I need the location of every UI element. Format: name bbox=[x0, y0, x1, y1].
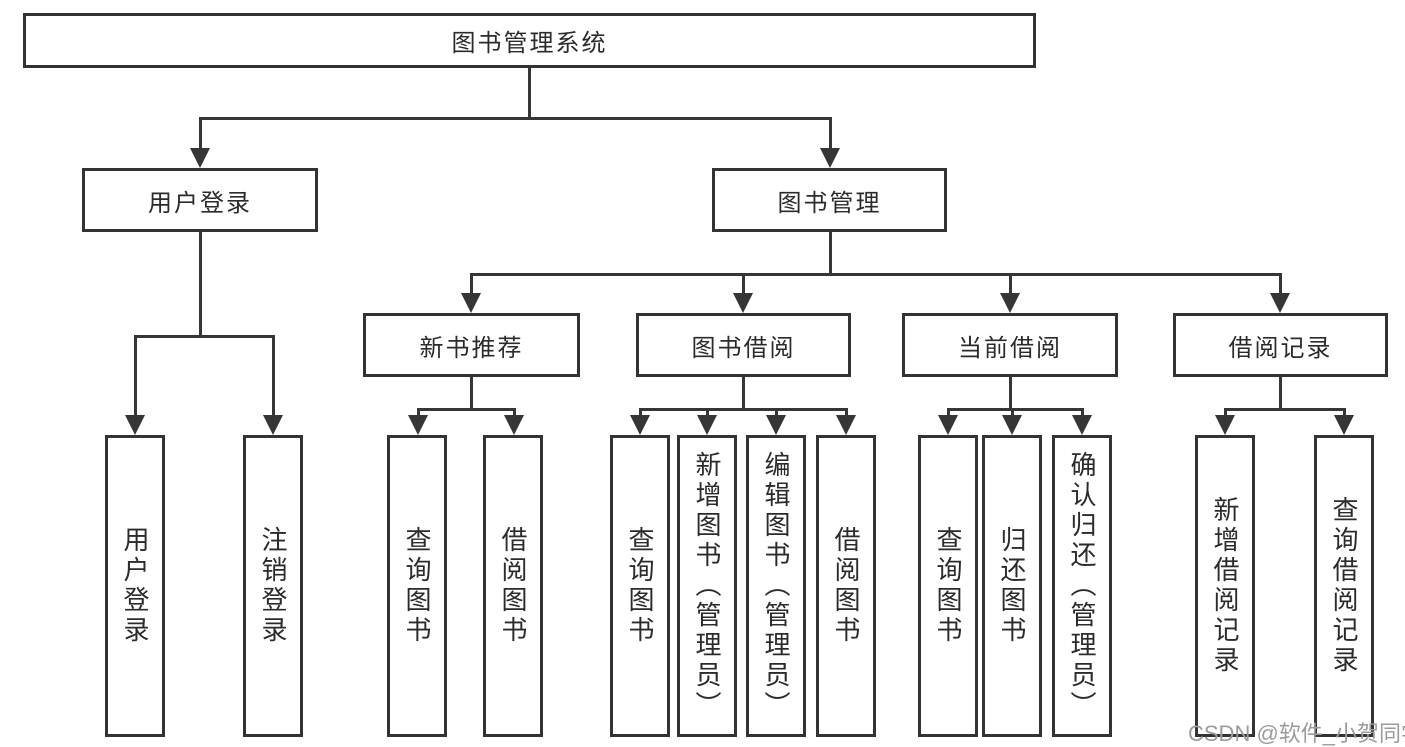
node-book-management: 图书管理 bbox=[712, 168, 947, 232]
node-label: 图书管理系统 bbox=[451, 30, 608, 57]
connector-line bbox=[1279, 377, 1282, 411]
connector-line bbox=[829, 117, 832, 150]
node-label: 新书推荐 bbox=[419, 334, 524, 362]
node-label: 当前借阅 bbox=[958, 334, 1062, 362]
arrow-down-icon bbox=[820, 148, 840, 168]
leaf-label: 借阅图书 bbox=[831, 526, 861, 646]
connector-line bbox=[1224, 408, 1346, 411]
connector-line bbox=[845, 408, 848, 418]
leaf-label: 新增图书（管理员） bbox=[692, 451, 722, 721]
connector-line bbox=[775, 408, 778, 418]
leaf-user-login: 用户登录 bbox=[105, 435, 165, 737]
arrow-down-icon bbox=[1072, 415, 1092, 435]
node-label: 用户登录 bbox=[148, 189, 252, 217]
connector-line bbox=[1081, 408, 1084, 418]
leaf-add-borrow-record: 新增借阅记录 bbox=[1195, 435, 1255, 737]
connector-line bbox=[639, 408, 642, 418]
connector-line bbox=[1009, 273, 1012, 295]
node-label: 图书管理 bbox=[777, 189, 882, 217]
connector-line bbox=[706, 408, 709, 418]
leaf-label: 查询借阅记录 bbox=[1329, 496, 1359, 676]
leaf-add-book-admin: 新增图书（管理员） bbox=[677, 435, 737, 737]
connector-line bbox=[639, 408, 848, 411]
connector-line bbox=[947, 408, 1084, 411]
leaf-label: 新增借阅记录 bbox=[1210, 496, 1240, 676]
node-library-management-system: 图书管理系统 bbox=[23, 13, 1036, 68]
connector-line bbox=[829, 232, 832, 276]
connector-line bbox=[1224, 408, 1227, 418]
arrow-down-icon bbox=[1215, 415, 1235, 435]
arrow-down-icon bbox=[630, 415, 650, 435]
arrow-down-icon bbox=[1002, 415, 1022, 435]
leaf-confirm-return-admin: 确认归还（管理员） bbox=[1052, 435, 1112, 737]
node-label: 借阅记录 bbox=[1228, 334, 1333, 362]
connector-line bbox=[134, 335, 275, 338]
arrow-down-icon bbox=[1000, 293, 1020, 313]
connector-line bbox=[1011, 408, 1014, 418]
leaf-label: 注销登录 bbox=[258, 526, 288, 646]
leaf-edit-book-admin: 编辑图书（管理员） bbox=[746, 435, 806, 737]
leaf-label: 编辑图书（管理员） bbox=[761, 451, 791, 721]
arrow-down-icon bbox=[1270, 293, 1290, 313]
arrow-down-icon bbox=[190, 148, 210, 168]
leaf-query-borrow-record: 查询借阅记录 bbox=[1314, 435, 1374, 737]
leaf-borrow-books: 借阅图书 bbox=[816, 435, 876, 737]
connector-line bbox=[742, 377, 745, 411]
leaf-label: 查询图书 bbox=[933, 526, 963, 646]
arrow-down-icon bbox=[263, 415, 283, 435]
leaf-query-books-current: 查询图书 bbox=[918, 435, 978, 737]
node-current-borrowing: 当前借阅 bbox=[902, 313, 1118, 377]
connector-line bbox=[134, 335, 137, 417]
arrow-down-icon bbox=[836, 415, 856, 435]
leaf-label: 查询图书 bbox=[402, 526, 432, 646]
connector-line bbox=[1009, 377, 1012, 411]
connector-line bbox=[742, 273, 745, 295]
connector-line bbox=[1343, 408, 1346, 418]
connector-line bbox=[199, 117, 832, 120]
arrow-down-icon bbox=[125, 415, 145, 435]
connector-line bbox=[272, 335, 275, 417]
connector-line bbox=[947, 408, 950, 418]
arrow-down-icon bbox=[461, 293, 481, 313]
leaf-query-books-recommend: 查询图书 bbox=[387, 435, 447, 737]
leaf-label: 借阅图书 bbox=[498, 526, 528, 646]
leaf-return-book: 归还图书 bbox=[982, 435, 1042, 737]
connector-line bbox=[199, 232, 202, 338]
connector-line bbox=[470, 377, 473, 411]
node-book-borrowing: 图书借阅 bbox=[636, 313, 851, 377]
arrow-down-icon bbox=[697, 415, 717, 435]
connector-line bbox=[470, 273, 473, 295]
leaf-label: 用户登录 bbox=[120, 526, 150, 646]
arrow-down-icon bbox=[1334, 415, 1354, 435]
leaf-query-books-borrowing: 查询图书 bbox=[610, 435, 670, 737]
node-new-book-recommend: 新书推荐 bbox=[363, 313, 580, 377]
connector-line bbox=[1279, 273, 1282, 295]
arrow-down-icon bbox=[766, 415, 786, 435]
arrow-down-icon bbox=[408, 415, 428, 435]
leaf-borrow-books-recommend: 借阅图书 bbox=[483, 435, 543, 737]
arrow-down-icon bbox=[733, 293, 753, 313]
leaf-label: 查询图书 bbox=[625, 526, 655, 646]
node-user-login: 用户登录 bbox=[82, 168, 318, 232]
connector-line bbox=[199, 117, 202, 150]
leaf-label: 确认归还（管理员） bbox=[1067, 451, 1097, 721]
leaf-logout: 注销登录 bbox=[243, 435, 303, 737]
arrow-down-icon bbox=[504, 415, 524, 435]
connector-line bbox=[513, 408, 516, 418]
leaf-label: 归还图书 bbox=[997, 526, 1027, 646]
connector-line bbox=[417, 408, 516, 411]
connector-line bbox=[470, 273, 1282, 276]
arrow-down-icon bbox=[938, 415, 958, 435]
csdn-watermark: CSDN @软件_小贺同学 bbox=[1188, 721, 1405, 746]
connector-line bbox=[417, 408, 420, 418]
node-label: 图书借阅 bbox=[691, 334, 796, 362]
connector-line bbox=[528, 68, 531, 120]
node-borrowing-records: 借阅记录 bbox=[1173, 313, 1388, 377]
